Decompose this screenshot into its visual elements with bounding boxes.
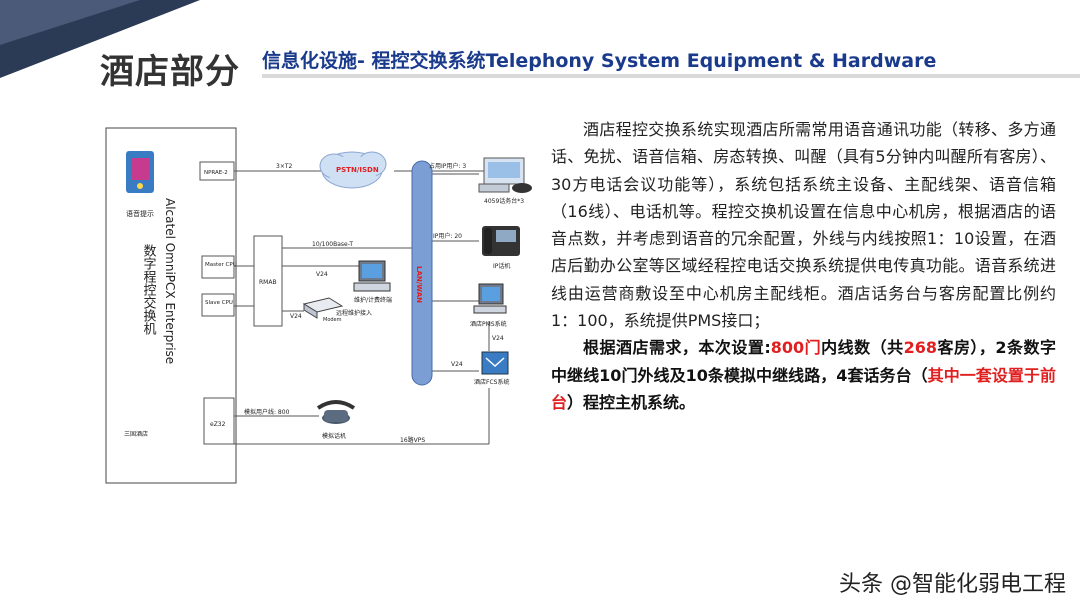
p2-part-a: 根据酒店需求，本次设置:	[583, 338, 771, 358]
p2-part-c: 内线数（共	[821, 338, 904, 358]
description-paragraph-2: 根据酒店需求，本次设置:800门内线数（共268客房），2条数字中继线10门外线…	[551, 334, 1056, 416]
nprae-label: NPRAE-2	[204, 170, 228, 176]
v24-label-d: V24	[451, 361, 463, 368]
v24-label-c: V24	[492, 335, 504, 342]
pms-computer-icon	[473, 283, 507, 314]
analog-phone-label: 模拟话机	[322, 432, 346, 440]
console-label: 4059话务台*3	[484, 197, 524, 205]
pstn-label: PSTN/ISDN	[336, 166, 379, 174]
v24-label-b: V24	[290, 313, 302, 320]
analog-users-label: 模拟用户线: 800	[244, 408, 290, 416]
modem-label: Modem	[323, 317, 342, 323]
ip-phone-label: IP话机	[493, 262, 510, 270]
trunk-label: 3×T2	[276, 163, 293, 170]
fcs-label: 酒店FCS系统	[474, 378, 509, 386]
section-title: 酒店部分	[100, 52, 240, 92]
pbx-name-en: Alcatel OmniPCX Enterprise	[163, 198, 177, 364]
p2-part-g: ）程控主机系统。	[567, 392, 696, 412]
pms-label: 酒店PMS系统	[470, 320, 507, 328]
ip-users-3-label: 占用IP用户: 3	[429, 162, 466, 170]
page-subtitle: 信息化设施- 程控交换系统Telephony System Equipment …	[262, 50, 937, 72]
master-cpu-label: Master CPU	[205, 262, 237, 268]
pstn-cloud-icon	[319, 151, 387, 189]
voice-prompt-label: 语音提示	[126, 209, 154, 218]
ethernet-label: 10/100Base-T	[312, 241, 353, 248]
pbx-network-diagram: 语音提示 Alcatel OmniPCX Enterprise 数字程控交换机 …	[105, 127, 532, 484]
pbx-name-cn: 数字程控交换机	[141, 244, 157, 336]
ip-phone-icon	[482, 226, 520, 256]
rmab-label: RMAB	[259, 279, 277, 286]
modem-icon	[302, 297, 344, 319]
watermark: 头条 @智能化弱电工程	[839, 572, 1066, 597]
p2-part-e: 客房），2条数字中继线10门外线及10条模拟中继线路，4套话务台（	[551, 338, 1056, 385]
remote-access-label: 远程维护接入	[336, 309, 372, 317]
analog-phone-icon	[316, 400, 356, 424]
description-paragraph-1: 酒店程控交换系统实现酒店所需常用语音通讯功能（转移、多方通话、免扰、语音信箱、房…	[551, 120, 1056, 331]
p2-inner-lines: 800门	[770, 338, 822, 358]
terminal-label: 维护/计费终端	[354, 296, 392, 304]
v24-label-a: V24	[316, 271, 328, 278]
p2-front-desk: 其中一套设置于前台	[551, 365, 1056, 412]
terminal-computer-icon	[353, 260, 391, 292]
vps-label: 16路VPS	[400, 436, 425, 444]
hotel-label: 三国酒店	[124, 430, 148, 438]
ip-users-20-label: IP用户: 20	[433, 232, 462, 240]
slave-cpu-label: Slave CPU	[205, 300, 233, 306]
p2-room-count: 268	[903, 338, 937, 358]
corner-decoration	[0, 0, 200, 78]
description-text: 酒店程控交换系统实现酒店所需常用语音通讯功能（转移、多方通话、免扰、语音信箱、房…	[551, 116, 1056, 416]
operator-console-icon	[478, 157, 532, 193]
fcs-system-icon	[481, 351, 509, 375]
title-underline	[262, 74, 1080, 78]
lan-wan-label: LAN/WAN	[415, 266, 423, 303]
voice-mail-icon	[126, 151, 154, 193]
lan-wan-bus	[411, 160, 433, 386]
ez32-label: eZ32	[210, 421, 226, 428]
